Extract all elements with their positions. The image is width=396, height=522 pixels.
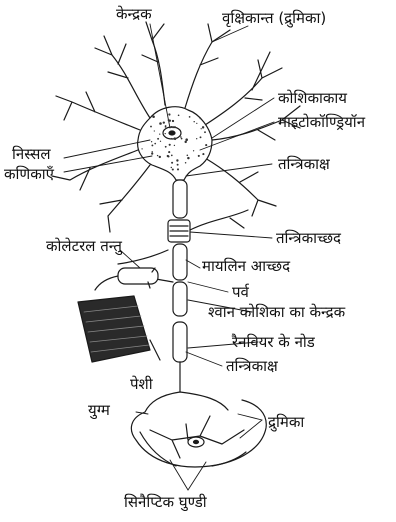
nissl-dot	[176, 159, 178, 161]
nissl-dot	[159, 122, 162, 125]
label-nissl-1: निस्सल	[12, 146, 51, 163]
nissl-dot	[165, 133, 166, 134]
nissl-dot	[178, 114, 180, 116]
nissl-dot	[151, 141, 152, 142]
nissl-dot	[169, 119, 171, 121]
nissl-dot	[201, 128, 202, 129]
nissl-dot	[168, 113, 170, 115]
nissl-dot	[169, 144, 171, 146]
nissl-dot	[151, 144, 153, 146]
label-axon-sheath: तन्त्रिकाच्छद	[276, 230, 341, 247]
nissl-dot	[185, 162, 187, 164]
muscle	[78, 296, 150, 362]
nissl-dot	[167, 155, 169, 157]
nissl-dot	[193, 121, 194, 122]
nissl-dot	[202, 153, 204, 155]
label-synapse-pair: युग्म	[88, 402, 110, 419]
nissl-dot	[165, 126, 167, 128]
nissl-dot	[151, 153, 153, 155]
label-muscle: पेशी	[130, 376, 153, 393]
nissl-dot	[150, 126, 152, 128]
nissl-dot	[198, 155, 200, 157]
collateral-fiber	[95, 268, 173, 290]
nissl-dot	[174, 138, 176, 140]
nissl-dot	[171, 138, 173, 140]
label-nissl-2: कणिकाएँ	[4, 166, 54, 183]
label-myelin: मायलिन आच्छद	[202, 258, 290, 275]
nissl-dot	[174, 145, 175, 146]
nissl-dot	[165, 146, 167, 148]
nissl-dot	[185, 138, 188, 141]
nissl-dot	[174, 126, 176, 128]
nissl-dot	[181, 138, 183, 140]
nissl-dot	[170, 126, 172, 128]
nissl-dot	[171, 167, 172, 168]
nissl-dot	[184, 141, 186, 143]
label-nucleus: केन्द्रक	[116, 6, 152, 23]
axon	[168, 180, 190, 392]
label-axon-bottom: तन्त्रिकाक्ष	[226, 358, 278, 375]
nissl-dot	[189, 116, 191, 118]
label-mitochondria: माइटोकॉण्ड्रियॉन	[278, 114, 365, 131]
nissl-dot	[151, 151, 152, 152]
nissl-dot	[171, 155, 173, 157]
nissl-dot	[187, 157, 189, 159]
nissl-dot	[193, 150, 194, 151]
nissl-dot	[180, 136, 182, 138]
nissl-dot	[160, 141, 161, 142]
nissl-dot	[196, 123, 197, 124]
nissl-dot	[200, 136, 202, 138]
nissl-dot	[172, 126, 174, 128]
nissl-dot	[177, 164, 179, 166]
cell-body	[138, 107, 212, 180]
nissl-dot	[204, 131, 206, 133]
nissl-dot	[205, 144, 207, 146]
label-dendrite-bottom: द्रुमिका	[268, 414, 304, 431]
nissl-dot	[177, 168, 179, 170]
nissl-dot	[154, 143, 156, 145]
nissl-dot	[152, 116, 155, 119]
label-cell-body: कोशिकाकाय	[278, 90, 347, 107]
label-collateral: कोलेटरल तन्तु	[46, 238, 122, 255]
nissl-dot	[172, 168, 174, 170]
nissl-dot	[163, 121, 165, 123]
nissl-dot	[172, 120, 174, 122]
label-dendrite-top: वृक्षिकान्त (द्रुमिका)	[222, 10, 326, 27]
synaptic-terminal	[131, 392, 266, 467]
nissl-dot	[159, 133, 160, 134]
label-ranvier: रैनवियर के नोड	[232, 334, 315, 351]
nissl-dot	[157, 155, 158, 156]
label-axon-top: तन्त्रिकाक्ष	[278, 156, 330, 173]
nissl-dot	[171, 162, 173, 164]
nissl-dot	[159, 156, 161, 158]
nissl-dot	[168, 151, 170, 153]
nissl-dot	[202, 126, 204, 128]
label-schwann: श्वान कोशिका का केन्द्रक	[208, 304, 345, 321]
nissl-dot	[200, 118, 201, 119]
nissl-dot	[141, 148, 142, 149]
nissl-dot	[157, 138, 159, 140]
nissl-dot	[154, 130, 155, 131]
nissl-dot	[196, 138, 197, 139]
label-node-parv: पर्व	[232, 284, 249, 301]
label-synaptic-knob: सिनैप्टिक घुण्डी	[124, 494, 207, 511]
nissl-dot	[187, 155, 189, 157]
